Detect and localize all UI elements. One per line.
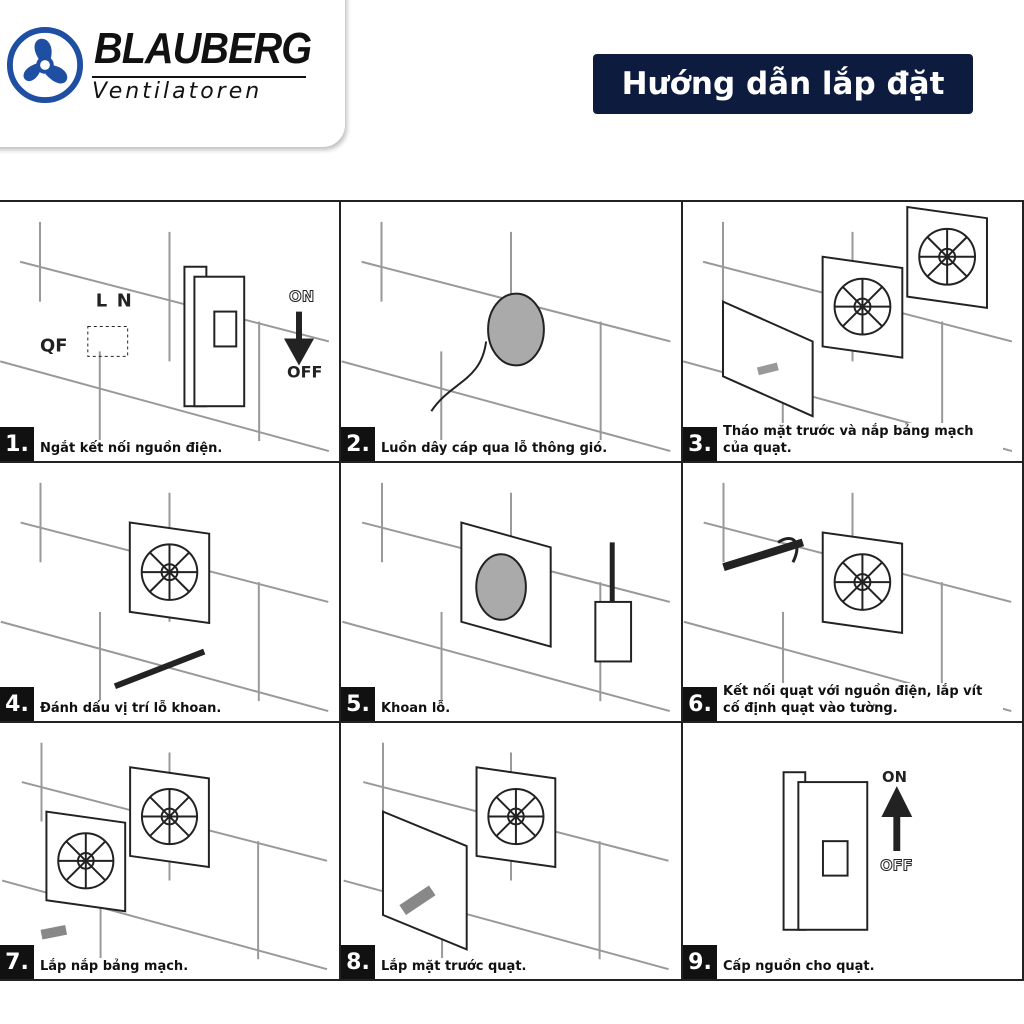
svg-text:N: N (117, 291, 132, 312)
step-5-panel: 5. Khoan lỗ. (341, 463, 683, 723)
step-4-illustration (0, 482, 329, 713)
brand-subtitle: Ventilatoren (92, 79, 263, 104)
step-number: 8. (341, 945, 375, 979)
step-caption: Lắp nắp bảng mạch. (40, 958, 193, 975)
step-number: 5. (341, 687, 375, 721)
fan-logo-icon (6, 26, 84, 104)
qf-label: QF (40, 335, 67, 356)
brand-divider (92, 76, 306, 78)
step-2-illustration (341, 221, 671, 452)
step-number: 7. (0, 945, 34, 979)
step-number: 3. (683, 427, 717, 461)
step-4-panel: 4. Đánh dấu vị trí lỗ khoan. (0, 463, 341, 723)
step-6-illustration (683, 482, 1012, 713)
step-caption: Cấp nguồn cho quạt. (723, 958, 879, 975)
svg-text:OFF: OFF (287, 362, 322, 381)
svg-text:ON: ON (882, 769, 907, 786)
step-7-illustration (1, 742, 328, 971)
svg-text:L: L (96, 291, 107, 312)
step-3-illustration (683, 205, 1013, 452)
step-caption: Kết nối quạt với nguồn điện, lắp vít cố … (723, 683, 1003, 717)
step-9-panel: ON OFF 9. Cấp nguồn cho quạt. (683, 723, 1024, 981)
step-8-panel: 8. Lắp mặt trước quạt. (341, 723, 683, 981)
step-number: 9. (683, 945, 717, 979)
step-9-illustration: ON OFF (782, 769, 913, 931)
step-3-panel: 3.Tháo mặt trước và nắp bảng mạch của qu… (683, 202, 1024, 463)
step-caption: Khoan lỗ. (381, 700, 455, 717)
step-caption: Luồn dây cáp qua lỗ thông gió. (381, 440, 612, 457)
step-caption: Ngắt kết nối nguồn điện. (40, 440, 227, 457)
step-number: 2. (341, 427, 375, 461)
svg-text:ON: ON (289, 288, 314, 306)
step-2-panel: 2. Luồn dây cáp qua lỗ thông gió. (341, 202, 683, 463)
step-caption: Đánh dấu vị trí lỗ khoan. (40, 700, 226, 717)
step-8-illustration (343, 742, 669, 971)
page-title: Hướng dẫn lắp đặt (593, 54, 973, 114)
step-caption: Lắp mặt trước quạt. (381, 958, 531, 975)
step-7-panel: 7. Lắp nắp bảng mạch. (0, 723, 341, 981)
step-caption: Tháo mặt trước và nắp bảng mạch của quạt… (723, 423, 1003, 457)
svg-text:OFF: OFF (880, 858, 913, 875)
brand-name: BLAUBERG (94, 24, 312, 73)
logo-card: BLAUBERG Ventilatoren (0, 0, 345, 147)
step-5-illustration (342, 482, 671, 713)
step-number: 4. (0, 687, 34, 721)
step-6-panel: 6.Kết nối quạt với nguồn điện, lắp vít c… (683, 463, 1024, 723)
step-number: 1. (0, 427, 34, 461)
step-number: 6. (683, 687, 717, 721)
